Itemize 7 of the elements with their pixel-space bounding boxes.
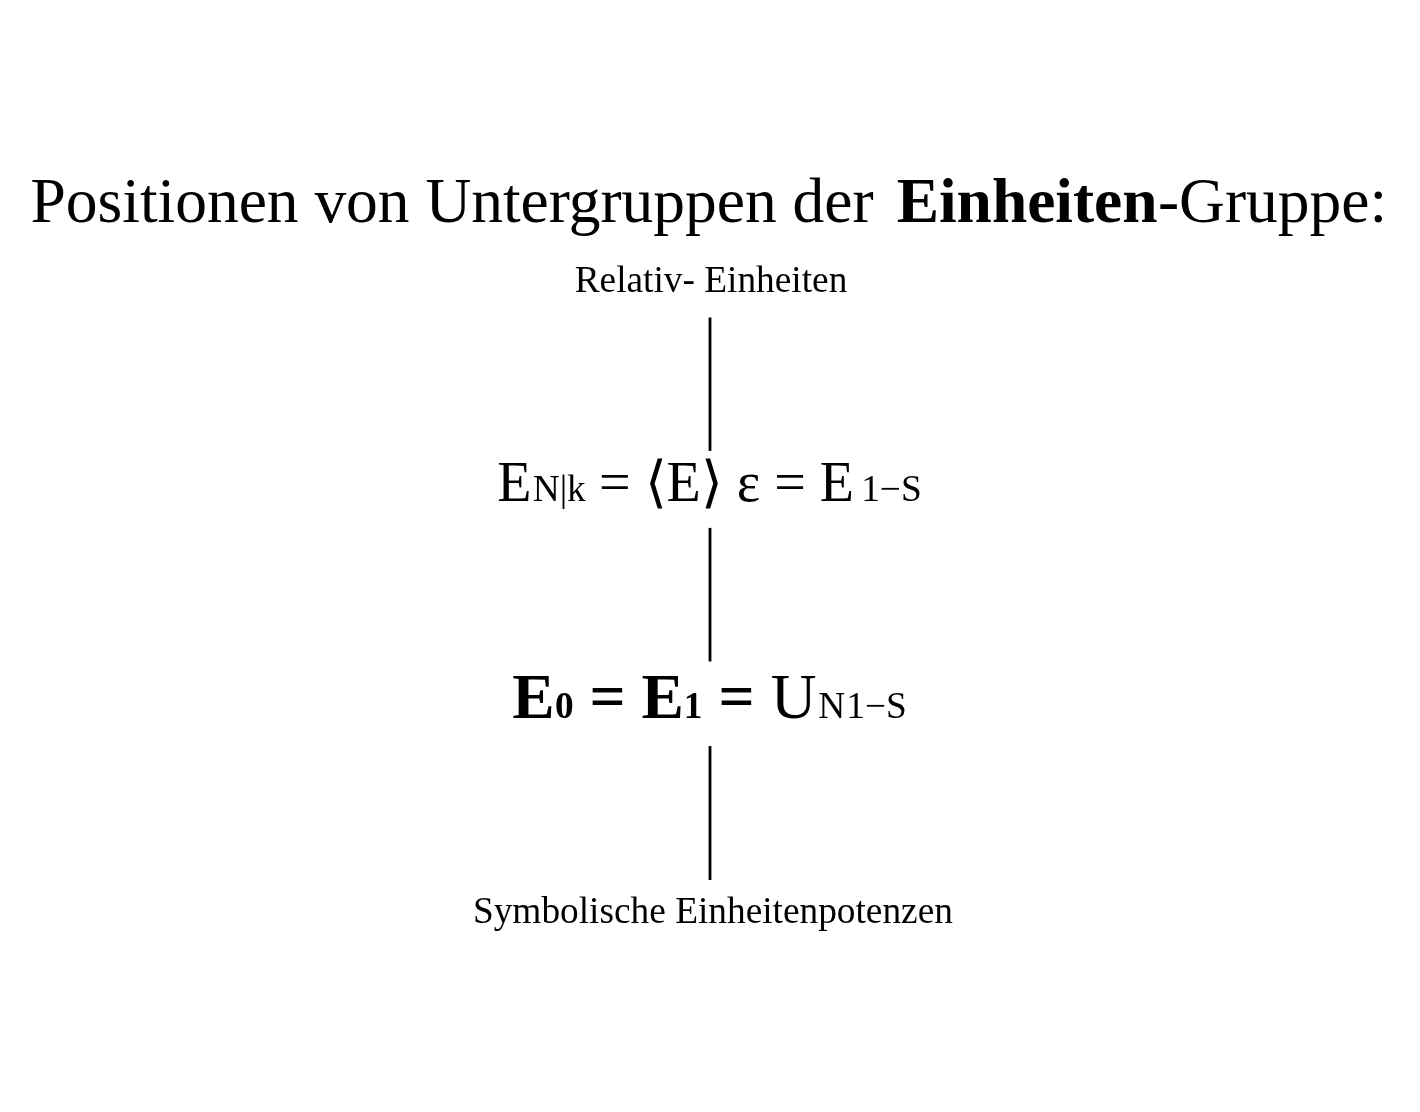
node-text: E0 = E1 = UN1−S [512, 660, 907, 732]
connector [708, 527, 712, 661]
connector [708, 316, 712, 451]
node-text: Symbolische Einheitenpotenzen [472, 889, 953, 931]
connector [708, 745, 712, 880]
diagram-title: Positionen von Untergruppen der Einheiten-Gruppe: [30, 164, 1388, 236]
node-text: Relativ- Einheiten [574, 258, 848, 300]
